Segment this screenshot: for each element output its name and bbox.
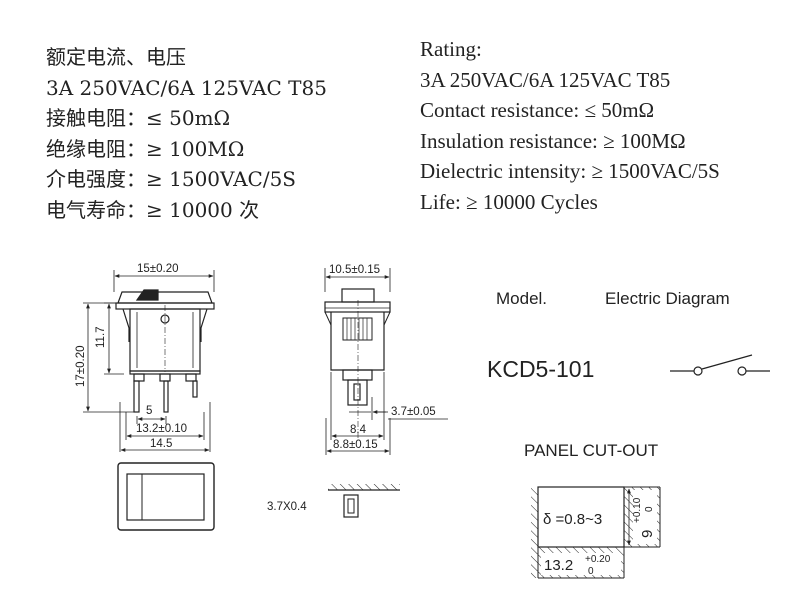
side-width-dim: 10.5±0.15 — [329, 264, 380, 276]
spec-cn-rating-value: 3A 250VAC/6A 125VAC T85 — [46, 75, 327, 100]
spec-en-dielectric-intensity: Dielectric intensity: ≥ 1500VAC/5S — [420, 159, 720, 184]
panel-height-tol-lower: 0 — [644, 506, 655, 512]
switch-symbol — [670, 354, 770, 376]
thickness-label-bg — [541, 503, 621, 531]
panel-height-value: 9 — [639, 530, 656, 538]
model-header: Model. — [496, 289, 547, 308]
electric-diagram-header: Electric Diagram — [605, 289, 730, 308]
pin-detail — [328, 484, 400, 518]
panel-width-value: 13.2 — [544, 557, 573, 574]
front-height-body-dim: 11.7 — [95, 326, 107, 348]
side-inner-width-dim: 8.4 — [350, 424, 367, 436]
panel-width-tol-upper: +0.20 — [585, 554, 611, 565]
spec-en-insulation-resistance: Insulation resistance: ≥ 100MΩ — [420, 128, 686, 153]
side-view — [324, 268, 448, 455]
pin-detail-label: 3.7X0.4 — [267, 501, 307, 513]
panel-height-tol-upper: +0.10 — [632, 497, 643, 523]
spec-cn-insulation-resistance: 绝缘电阻：≥ 100MΩ — [46, 136, 245, 161]
front-base-width-dim: 14.5 — [150, 438, 172, 450]
panel-thickness: δ =0.8~3 — [543, 511, 602, 528]
spec-chinese: 额定电流、电压 3A 250VAC/6A 125VAC T85 接触电阻：≤ 5… — [46, 42, 327, 226]
front-pin-spacing-dim: 5 — [146, 405, 152, 417]
spec-en-rating-value: 3A 250VAC/6A 125VAC T85 — [420, 67, 671, 92]
panel-width-tol-lower: 0 — [588, 566, 594, 577]
side-pin-width-dim: 3.7±0.05 — [391, 406, 436, 418]
front-height-total-dim: 17±0.20 — [75, 346, 87, 388]
spec-en-life: Life: ≥ 10000 Cycles — [420, 189, 598, 214]
front-pin-outer-dim: 13.2±0.10 — [136, 423, 187, 435]
side-base-width-dim: 8.8±0.15 — [333, 439, 378, 451]
width-label-bg — [541, 553, 621, 575]
model-name: KCD5-101 — [487, 356, 594, 382]
front-view — [83, 270, 215, 531]
spec-english: Rating: 3A 250VAC/6A 125VAC T85 Contact … — [420, 34, 720, 218]
spec-en-contact-resistance: Contact resistance: ≤ 50mΩ — [420, 98, 655, 123]
spec-en-rating: Rating: — [420, 37, 482, 61]
spec-cn-dielectric-intensity: 介电强度：≥ 1500VAC/5S — [46, 167, 297, 192]
spec-cn-contact-resistance: 接触电阻：≤ 50mΩ — [46, 106, 231, 131]
spec-cn-rating: 额定电流、电压 — [46, 45, 186, 69]
panel-cutout-title: PANEL CUT-OUT — [524, 441, 658, 460]
front-width-dim: 15±0.20 — [137, 263, 179, 275]
spec-cn-life: 电气寿命：≥ 10000 次 — [46, 197, 260, 222]
height-label-bg — [633, 490, 657, 544]
